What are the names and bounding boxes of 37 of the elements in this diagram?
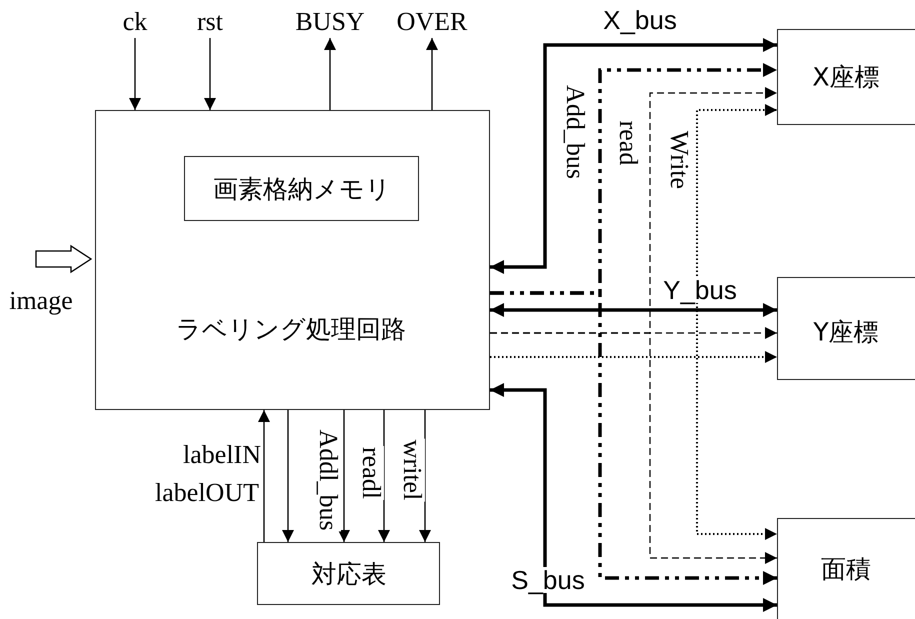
edge-label: S_bus (510, 567, 586, 593)
signal-arrow (282, 410, 294, 542)
signal-arrow (378, 410, 390, 542)
bus-arrow (490, 383, 777, 612)
signal-arrow (426, 38, 438, 110)
block-box (184, 156, 419, 221)
signal-arrow (419, 410, 431, 542)
block-label: 画素格納メモリ (213, 174, 391, 206)
edge-label: X_bus (602, 7, 678, 33)
circuit-block (95, 110, 490, 410)
edge-label: Addl_bus (315, 428, 341, 532)
input-arrow (35, 244, 92, 274)
bus-arrow (490, 303, 777, 317)
signal-arrow (258, 410, 270, 542)
block-label: X座標 (812, 62, 880, 94)
edge-label: Add_bus (562, 84, 588, 180)
block-label: 面積 (821, 554, 871, 586)
signal-label: ck (122, 7, 148, 37)
signal-label: OVER (396, 7, 468, 37)
bus-arrow (490, 38, 777, 274)
signal-arrow (338, 410, 350, 542)
block-box (777, 29, 915, 125)
signal-arrow (490, 291, 777, 585)
signal-arrow (324, 38, 336, 110)
edge-label: Y_bus (662, 277, 738, 303)
signal-label: BUSY (295, 7, 365, 37)
signal-label: rst (197, 7, 223, 37)
signal-label: image (9, 286, 73, 316)
block-label: ラベリング処理回路 (176, 314, 406, 346)
signal-arrow (129, 38, 141, 110)
block-label: 対応表 (312, 558, 386, 590)
signal-arrow (490, 332, 777, 564)
block-box (257, 542, 440, 605)
block-box (777, 277, 915, 380)
signal-arrow (204, 38, 216, 110)
block-box (777, 518, 915, 619)
block-label: Y座標 (813, 316, 879, 348)
